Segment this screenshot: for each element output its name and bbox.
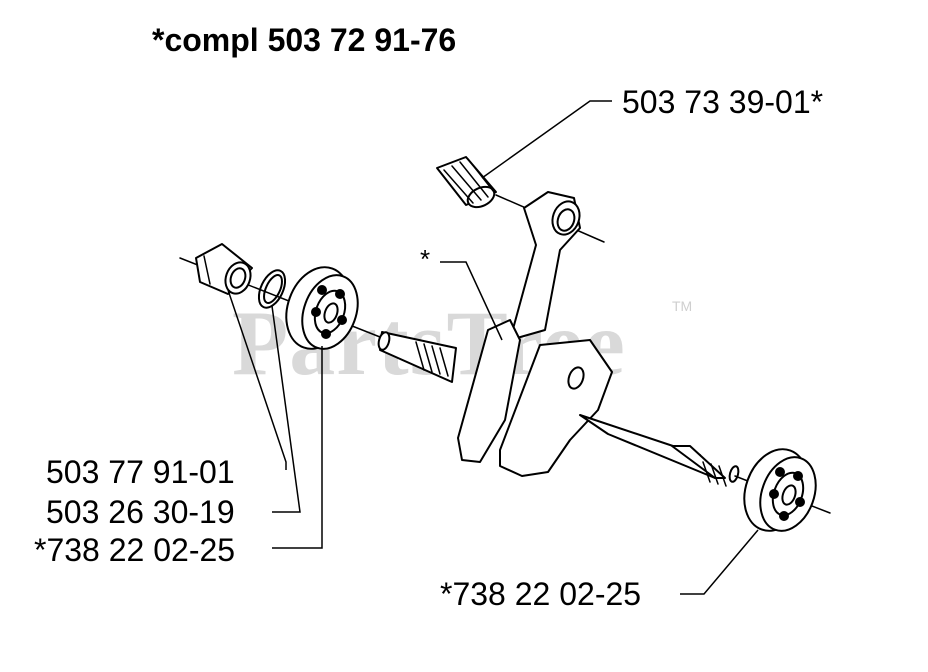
leader-crankshaft: [440, 261, 503, 341]
assembly-title: *compl 503 72 91-76: [152, 22, 457, 58]
ball-bearing-right[interactable]: [733, 440, 825, 539]
leader-bearing-left: [272, 346, 323, 549]
crankshaft-asterisk: *: [420, 244, 431, 274]
crankshaft[interactable]: [377, 191, 740, 487]
bushing[interactable]: [195, 243, 255, 297]
leader-bearing-right: [680, 529, 759, 595]
needle-bearing-top[interactable]: [436, 156, 497, 211]
leader-circlip: [271, 305, 301, 513]
part-number-needle-bearing[interactable]: 503 73 39-01*: [622, 84, 824, 120]
watermark-trademark: TM: [672, 298, 693, 314]
circlip[interactable]: [254, 266, 291, 312]
leader-lines: [227, 100, 759, 595]
leader-needle-bearing: [481, 100, 612, 179]
leader-bushing: [227, 289, 287, 470]
part-number-bearing-right[interactable]: *738 22 02-25: [440, 576, 642, 612]
ball-bearing-left[interactable]: [275, 258, 367, 357]
part-number-circlip[interactable]: 503 26 30-19: [46, 494, 235, 530]
part-number-bushing[interactable]: 503 77 91-01: [46, 454, 235, 490]
part-number-bearing-left[interactable]: *738 22 02-25: [34, 532, 236, 568]
